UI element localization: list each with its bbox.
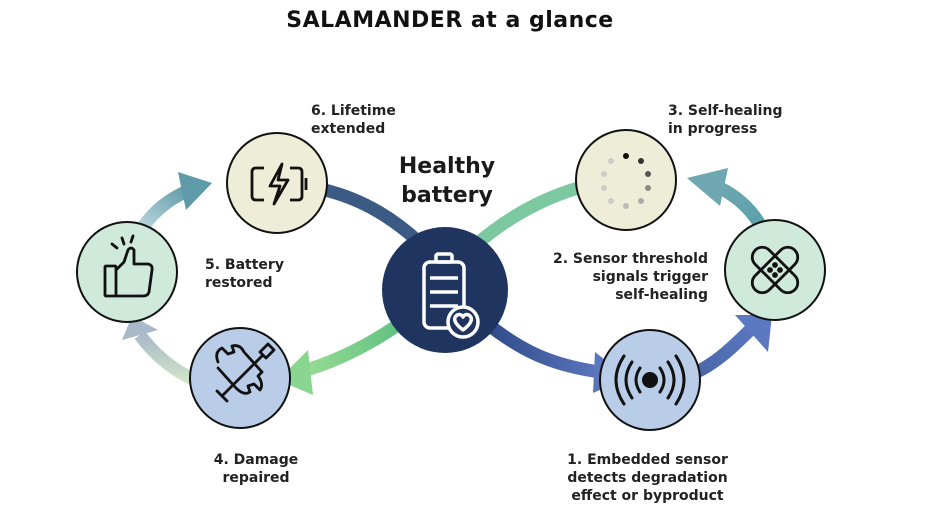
thumbs-up-icon (103, 234, 154, 298)
arrow-lifetime-to-center (323, 183, 425, 248)
loading-spinner-icon (601, 153, 651, 209)
step-1-circle (599, 329, 701, 431)
step-3-circle (575, 129, 677, 231)
step-6-circle (226, 132, 328, 234)
step-5-label: 5. Battery restored (205, 257, 284, 291)
sensor-signal-icon (614, 354, 686, 406)
arrow-sensor-to-bandage (687, 315, 772, 382)
center-label-line2: battery (401, 183, 493, 208)
page-title: SALAMANDER at a glance (286, 8, 614, 33)
arrow-center-to-damage (278, 314, 409, 395)
arrow-bandage-to-selfhealing (687, 168, 768, 232)
step-2-label: 2. Sensor threshold signals trigger self… (552, 251, 708, 303)
arrow-selfhealing-to-center (473, 181, 580, 248)
charging-battery-icon (250, 162, 308, 206)
center-healthy-battery (382, 227, 508, 353)
arrow-thumbsup-to-lifetime (136, 172, 212, 232)
battery-heart-icon (422, 252, 480, 339)
bandage-circle (724, 219, 826, 321)
center-label-line1: Healthy (398, 154, 496, 179)
bandage-icon (750, 245, 800, 295)
step-3-label: 3. Self-healing in progress (668, 103, 783, 137)
step-4-label: 4. Damage repaired (213, 452, 299, 486)
step-5-circle (76, 221, 178, 323)
step-1-label: 1. Embedded sensor detects degradation e… (567, 452, 728, 504)
step-4-circle (189, 327, 291, 429)
wrench-screwdriver-icon (215, 342, 276, 403)
step-6-label: 6. Lifetime extended (311, 103, 396, 137)
center-label: Healthy battery (377, 152, 517, 210)
arrow-damage-to-thumbsup (122, 316, 198, 386)
